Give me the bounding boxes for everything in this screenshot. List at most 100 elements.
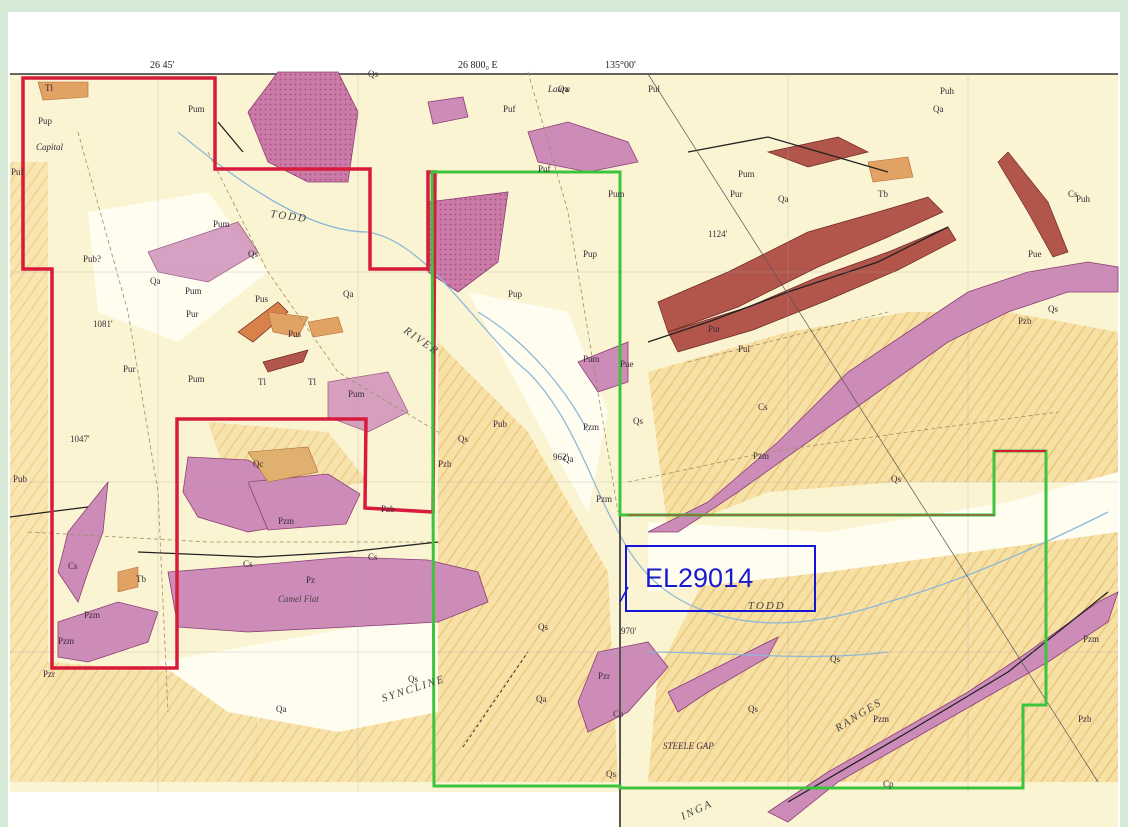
unit-label: Pzm xyxy=(1083,634,1099,644)
unit-label: Pum xyxy=(348,389,365,399)
unit-label: Pzm xyxy=(583,422,599,432)
river-channels xyxy=(177,131,1109,658)
unit-label: Qa xyxy=(536,694,547,704)
unit-label: Cs xyxy=(1068,189,1078,199)
unit-label: Pus xyxy=(255,294,269,304)
unit-label: Pzm xyxy=(278,516,294,526)
unit-label: Cs xyxy=(68,561,78,571)
geological-map-panel: 26 45' 26 800₀ E 135°00' xyxy=(8,12,1120,827)
unit-label: Pup xyxy=(583,249,598,259)
map-header-strip xyxy=(10,60,1118,74)
unit-label: Pub xyxy=(13,474,28,484)
longitude-label-left: 26 45' xyxy=(150,60,175,71)
unit-label: Pup xyxy=(508,289,523,299)
unit-label: Pur xyxy=(186,309,199,319)
spot-height: 1047' xyxy=(70,434,90,444)
unit-label: Pul xyxy=(738,344,751,354)
unit-label: Pzm xyxy=(873,714,889,724)
unit-label: Qs xyxy=(606,769,616,779)
spot-height: 1081' xyxy=(93,319,113,329)
unit-label: Qc xyxy=(253,459,264,469)
unit-label: Qa xyxy=(563,454,574,464)
unit-label: Qs xyxy=(538,622,548,632)
unit-label: Qs xyxy=(408,674,418,684)
spot-height: 970' xyxy=(621,626,637,636)
tenement-label-box[interactable] xyxy=(625,545,816,612)
tracks xyxy=(27,71,1059,713)
unit-label: Tl xyxy=(308,377,316,387)
unit-label: Pus xyxy=(288,329,302,339)
unit-label: Puh xyxy=(1076,194,1091,204)
spot-height: 962' xyxy=(553,452,569,462)
unit-label: Qa xyxy=(343,289,354,299)
tenement-label: EL29014 xyxy=(645,563,754,593)
unit-label: Cs xyxy=(243,559,253,569)
metamorphic-rock-bodies xyxy=(57,71,1119,823)
unit-label: Qa xyxy=(150,276,161,286)
unit-label: Qs xyxy=(748,704,758,714)
unit-label: Pum xyxy=(608,189,625,199)
unit-label: Pzb xyxy=(1078,714,1092,724)
unit-label: Puf xyxy=(538,164,551,174)
unit-label: Qs xyxy=(1048,304,1058,314)
unit-label: Qa xyxy=(276,704,287,714)
unit-label: Pzr xyxy=(43,669,55,679)
longitude-label-mid: 26 800₀ E xyxy=(458,60,498,71)
place-name-capital: Capital xyxy=(36,142,64,152)
unit-label: Puh xyxy=(940,86,955,96)
place-name-todd-lower: TODD xyxy=(748,600,786,612)
unit-label: Pur xyxy=(123,364,136,374)
geological-map: 26 45' 26 800₀ E 135°00' xyxy=(9,60,1119,827)
unit-label: Pub xyxy=(493,419,508,429)
place-name-laura: Laura xyxy=(547,84,571,94)
grid-lines xyxy=(10,74,1118,792)
unit-label: Qs xyxy=(891,474,901,484)
unit-label: Tb xyxy=(136,574,146,584)
unit-label: Tl xyxy=(258,377,266,387)
unit-label: Pue xyxy=(1028,249,1042,259)
unit-label: Pzb xyxy=(381,504,395,514)
unit-label: Qa xyxy=(558,84,569,94)
unit-label: Pzm xyxy=(753,451,769,461)
unit-label: Puf xyxy=(11,167,24,177)
unit-label: Cp xyxy=(613,709,624,719)
unit-label: Pz xyxy=(306,575,315,585)
place-name-camel-flat: Camel Flat xyxy=(278,594,319,604)
unit-label: Tb xyxy=(878,189,888,199)
unit-label: Qa xyxy=(778,194,789,204)
tertiary-units xyxy=(37,81,914,593)
unit-label: Pur xyxy=(708,324,721,334)
unit-label: Pzb xyxy=(438,459,452,469)
unit-label: Pzr xyxy=(598,671,610,681)
spot-height: 1124' xyxy=(708,229,728,239)
green-tenement-boundary[interactable] xyxy=(430,170,1048,790)
unit-label: Pul xyxy=(648,84,661,94)
syncline-axis xyxy=(462,651,529,748)
unit-label: Qs xyxy=(458,434,468,444)
unit-label: Pum xyxy=(185,286,202,296)
place-name-steele-gap: STEELE GAP xyxy=(663,741,714,751)
unit-label: Qs xyxy=(633,416,643,426)
unit-label: Qa xyxy=(933,104,944,114)
unit-label: Pub? xyxy=(83,254,101,264)
unit-label: Pzm xyxy=(84,610,100,620)
unit-label: Pum xyxy=(188,374,205,384)
unit-label: Pup xyxy=(38,116,53,126)
unit-label: Qs xyxy=(248,249,258,259)
unit-label: Qs xyxy=(368,69,378,79)
unit-label: Cs xyxy=(368,552,378,562)
unit-label: Qs xyxy=(830,654,840,664)
unit-label: Pum xyxy=(188,104,205,114)
unit-label: Puf xyxy=(503,104,516,114)
unit-label: Pzb xyxy=(1018,316,1032,326)
unit-label: Pum xyxy=(583,354,600,364)
unit-labels: Tl Qa Qa Qa Qa Qa Qa Qa Qa Qs Qs Qs Qs Q… xyxy=(11,69,1099,789)
diagonal-line xyxy=(647,73,1099,783)
unit-label: Cs xyxy=(758,402,768,412)
longitude-label-right: 135°00' xyxy=(605,60,636,71)
unit-label: Tl xyxy=(45,83,53,93)
unit-label: Pum xyxy=(738,169,755,179)
place-name-todd-upper: TODD xyxy=(270,208,309,225)
unit-label: Pue xyxy=(620,359,634,369)
unit-label: Pur xyxy=(730,189,743,199)
